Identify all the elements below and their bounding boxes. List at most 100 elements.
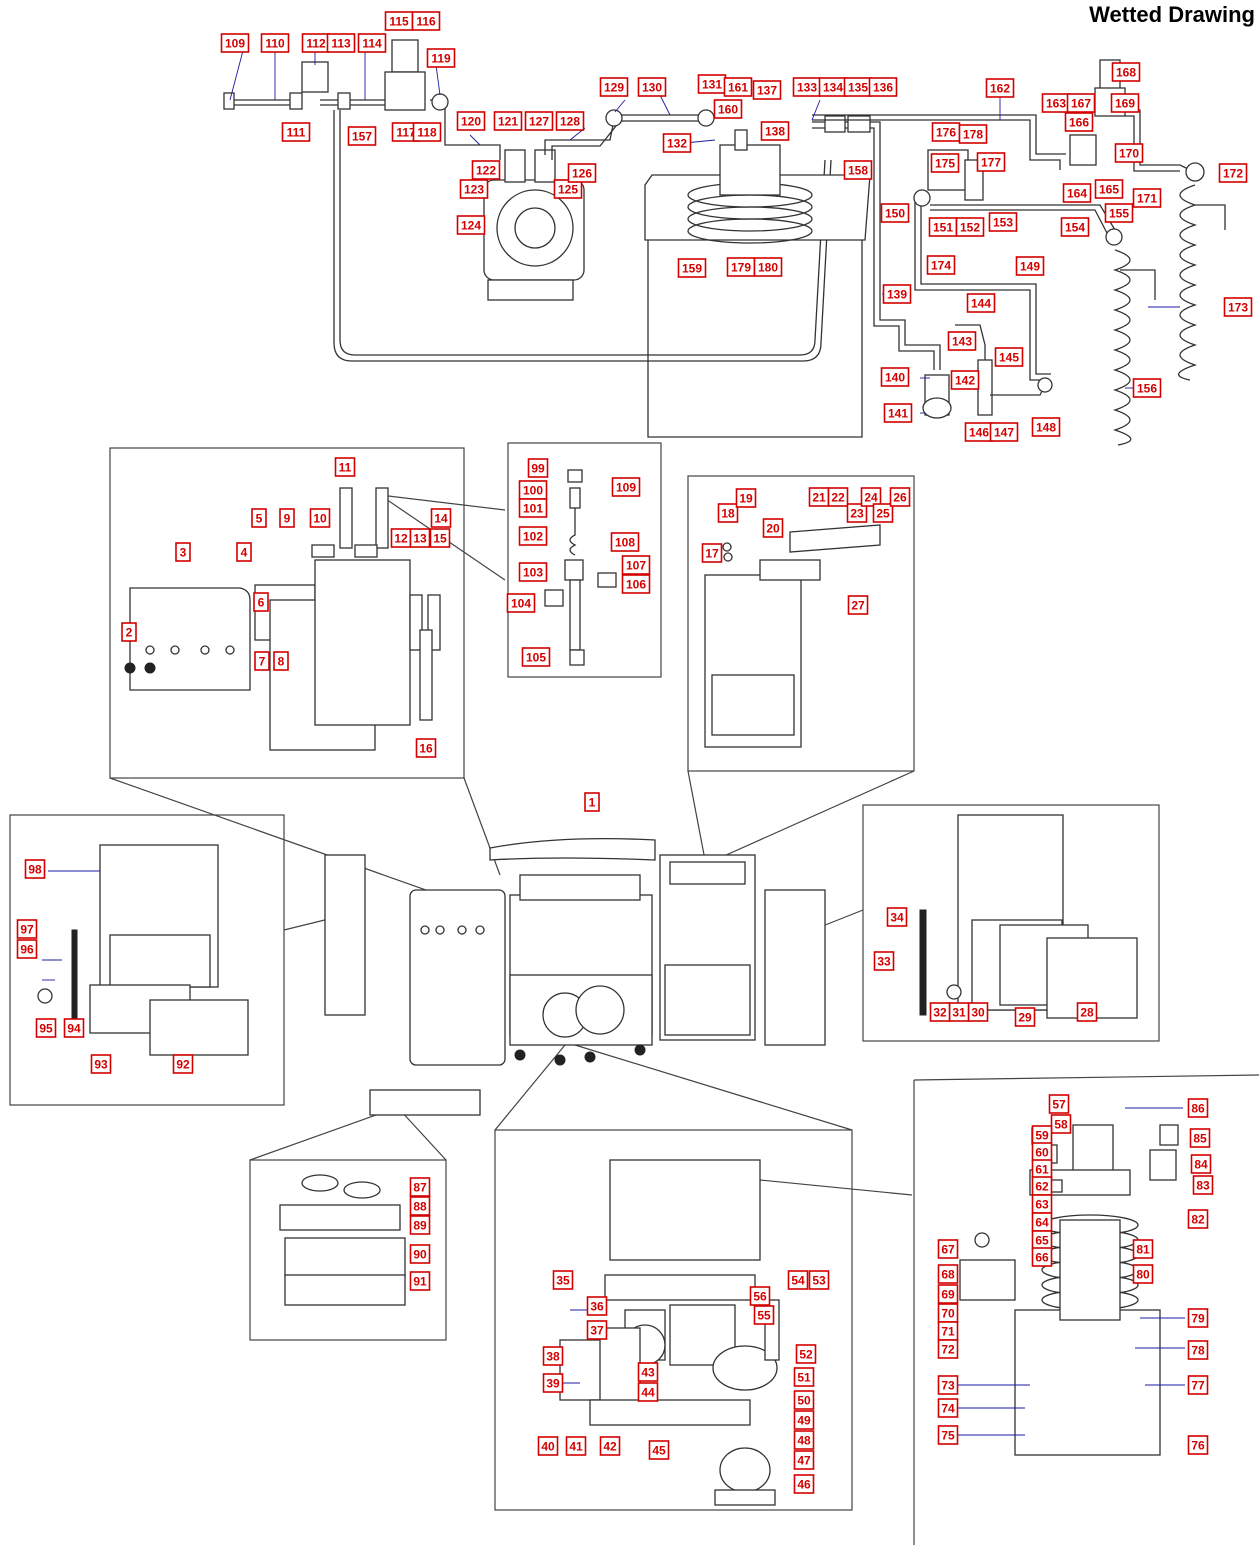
callout-133: 133 — [792, 77, 822, 97]
callout-167: 167 — [1066, 93, 1096, 113]
callout-9: 9 — [279, 508, 295, 528]
callout-45: 45 — [648, 1440, 670, 1460]
svg-text:69: 69 — [941, 1288, 955, 1302]
callout-103: 103 — [518, 562, 548, 582]
callout-135: 135 — [843, 77, 873, 97]
callout-105: 105 — [521, 647, 551, 667]
svg-text:133: 133 — [797, 81, 817, 95]
svg-text:50: 50 — [797, 1394, 811, 1408]
svg-text:59: 59 — [1035, 1129, 1049, 1143]
svg-text:92: 92 — [176, 1058, 190, 1072]
svg-text:18: 18 — [721, 507, 735, 521]
detail-refrigeration — [559, 1159, 780, 1506]
callout-19: 19 — [735, 488, 757, 508]
callout-116: 116 — [411, 11, 441, 31]
svg-text:42: 42 — [603, 1440, 617, 1454]
callout-92: 92 — [172, 1054, 194, 1074]
callout-132: 132 — [662, 133, 692, 153]
svg-text:34: 34 — [890, 911, 904, 925]
svg-text:46: 46 — [797, 1478, 811, 1492]
callout-176: 176 — [931, 122, 961, 142]
svg-text:94: 94 — [67, 1022, 81, 1036]
svg-text:70: 70 — [941, 1307, 955, 1321]
callout-143: 143 — [947, 331, 977, 351]
svg-text:41: 41 — [569, 1440, 583, 1454]
svg-text:109: 109 — [225, 37, 245, 51]
callout-35: 35 — [552, 1270, 574, 1290]
svg-text:174: 174 — [931, 259, 951, 273]
callout-109: 109 — [611, 477, 641, 497]
svg-text:107: 107 — [626, 559, 646, 573]
svg-text:21: 21 — [812, 491, 826, 505]
callout-128: 128 — [555, 111, 585, 131]
svg-text:84: 84 — [1194, 1158, 1208, 1172]
callout-46: 46 — [793, 1474, 815, 1494]
svg-text:143: 143 — [952, 335, 972, 349]
callout-32: 32 — [929, 1002, 951, 1022]
callout-131: 131 — [697, 74, 727, 94]
svg-text:85: 85 — [1193, 1132, 1207, 1146]
callout-50: 50 — [793, 1390, 815, 1410]
callout-38: 38 — [542, 1346, 564, 1366]
svg-text:96: 96 — [20, 943, 34, 957]
svg-text:178: 178 — [963, 128, 983, 142]
callout-172: 172 — [1218, 163, 1248, 183]
svg-text:138: 138 — [765, 125, 785, 139]
svg-text:163: 163 — [1046, 97, 1066, 111]
svg-text:149: 149 — [1020, 260, 1040, 274]
callout-84: 84 — [1190, 1154, 1212, 1174]
callout-74: 74 — [937, 1398, 959, 1418]
svg-text:78: 78 — [1191, 1344, 1205, 1358]
callout-21: 21 — [808, 487, 830, 507]
callout-177: 177 — [976, 152, 1006, 172]
svg-text:80: 80 — [1136, 1268, 1150, 1282]
svg-text:110: 110 — [265, 37, 285, 51]
callout-122: 122 — [471, 160, 501, 180]
svg-text:121: 121 — [498, 115, 518, 129]
callout-141: 141 — [883, 403, 913, 423]
detail-drip-tray — [279, 1174, 406, 1306]
svg-text:147: 147 — [994, 426, 1014, 440]
svg-text:146: 146 — [969, 426, 989, 440]
svg-text:114: 114 — [362, 37, 382, 51]
svg-text:36: 36 — [590, 1300, 604, 1314]
svg-text:148: 148 — [1036, 421, 1056, 435]
callout-153: 153 — [988, 212, 1018, 232]
callout-86: 86 — [1187, 1098, 1209, 1118]
callout-111: 111 — [281, 122, 311, 142]
svg-text:152: 152 — [960, 221, 980, 235]
detail-side-panel-left — [37, 844, 249, 1056]
callout-81: 81 — [1132, 1239, 1154, 1259]
callout-11: 11 — [334, 457, 356, 477]
callout-75: 75 — [937, 1425, 959, 1445]
svg-text:170: 170 — [1119, 147, 1139, 161]
svg-text:9: 9 — [284, 512, 291, 526]
svg-text:75: 75 — [941, 1429, 955, 1443]
svg-text:142: 142 — [955, 374, 975, 388]
callout-83: 83 — [1192, 1175, 1214, 1195]
callout-62: 62 — [1031, 1176, 1053, 1196]
callout-1: 1 — [584, 792, 600, 812]
callout-142: 142 — [950, 370, 980, 390]
svg-text:173: 173 — [1228, 301, 1248, 315]
callout-55: 55 — [753, 1305, 775, 1325]
svg-text:71: 71 — [941, 1325, 955, 1339]
callout-49: 49 — [793, 1410, 815, 1430]
svg-text:62: 62 — [1035, 1180, 1049, 1194]
svg-text:86: 86 — [1191, 1102, 1205, 1116]
callout-41: 41 — [565, 1436, 587, 1456]
svg-text:158: 158 — [848, 164, 868, 178]
svg-text:99: 99 — [531, 462, 545, 476]
callout-94: 94 — [63, 1018, 85, 1038]
svg-text:14: 14 — [434, 512, 448, 526]
svg-text:6: 6 — [258, 596, 265, 610]
svg-text:82: 82 — [1191, 1213, 1205, 1227]
svg-text:164: 164 — [1067, 187, 1087, 201]
callout-171: 171 — [1132, 188, 1162, 208]
callout-152: 152 — [955, 217, 985, 237]
svg-text:83: 83 — [1196, 1179, 1210, 1193]
callout-178: 178 — [958, 124, 988, 144]
svg-text:2: 2 — [126, 626, 133, 640]
callout-43: 43 — [637, 1362, 659, 1382]
svg-text:58: 58 — [1054, 1118, 1068, 1132]
